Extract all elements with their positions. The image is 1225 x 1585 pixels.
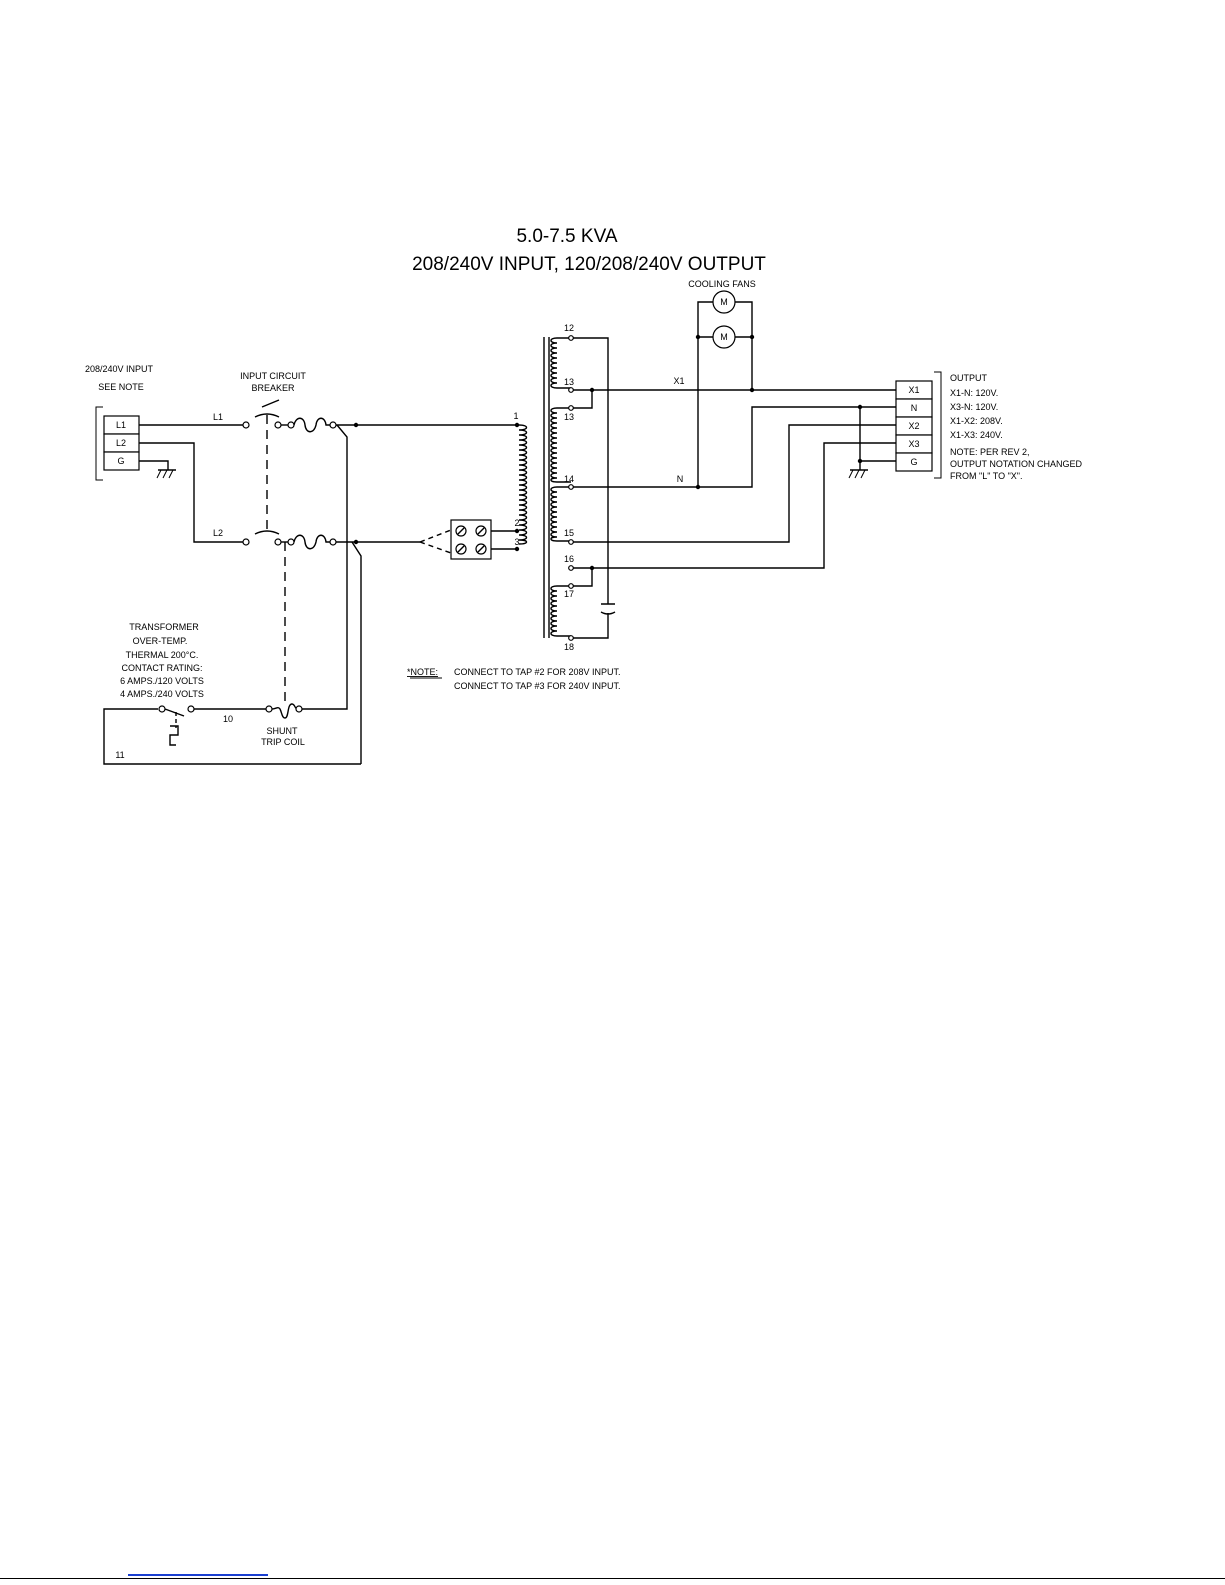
tap-18-label: 18 (564, 642, 574, 652)
input-ground-icon (139, 460, 176, 479)
wire-n (573, 406, 896, 488)
note-label: *NOTE: (407, 667, 438, 677)
secondary-tie-capacitor (573, 603, 616, 639)
breaker-label-2: BREAKER (251, 383, 295, 393)
diagram-subtitle: 208/240V INPUT, 120/208/240V OUTPUT (412, 254, 766, 275)
wire-ground (859, 407, 896, 470)
input-terminal-l2-label: L2 (116, 438, 126, 448)
primary-winding (518, 424, 528, 545)
tap-2-label: 2 (514, 518, 519, 528)
wire-l1-label: L1 (213, 412, 223, 422)
output-ground-icon (848, 469, 868, 479)
input-terminal-block: L1 L2 G (103, 415, 140, 471)
footer-link[interactable] (128, 1574, 268, 1576)
tap-3-label: 3 (514, 537, 519, 547)
input-subheading: SEE NOTE (98, 382, 144, 392)
wire-11-riser (351, 541, 362, 764)
input-terminal-l1-label: L1 (116, 420, 126, 430)
tap-1-label: 1 (513, 411, 518, 421)
cooling-fans-label: COOLING FANS (688, 279, 756, 289)
secondary-tie-12-18 (573, 337, 609, 604)
wire-x1-label: X1 (673, 376, 684, 386)
wire-l2 (139, 442, 243, 543)
input-circuit-breaker (242, 399, 337, 705)
diagram-title: 5.0-7.5 KVA (516, 226, 617, 247)
thermal-line-2: OVER-TEMP. (133, 636, 188, 646)
wire-10-label: 10 (223, 714, 233, 724)
output-spec-1: X1-N: 120V. (950, 388, 998, 398)
tap-selector-switch[interactable] (419, 519, 517, 560)
wire-x2 (573, 424, 896, 543)
note-line-1: CONNECT TO TAP #2 FOR 208V INPUT. (454, 667, 621, 677)
thermal-line-1: TRANSFORMER (129, 622, 199, 632)
output-note-3: FROM "L" TO "X". (950, 471, 1022, 481)
wire-shunt-return (300, 424, 348, 710)
output-note-1: NOTE: PER REV 2, (950, 447, 1030, 457)
tap-13a-label: 13 (564, 377, 574, 387)
tap-14-label: 14 (564, 474, 574, 484)
output-heading: OUTPUT (950, 373, 988, 383)
tap-12-label: 12 (564, 323, 574, 333)
wire-x3 (573, 442, 896, 569)
thermal-line-4: CONTACT RATING: (122, 663, 203, 673)
transformer (514, 335, 574, 641)
tap-15-label: 15 (564, 528, 574, 538)
fan-motor-1-icon (712, 290, 736, 314)
thermal-line-5: 6 AMPS./120 VOLTS (120, 676, 204, 686)
output-spec-4: X1-X3: 240V. (950, 430, 1003, 440)
secondary-jumper-16 (573, 568, 593, 587)
tap-17-label: 17 (564, 589, 574, 599)
footer-rule (0, 1578, 1225, 1579)
fan-motor-2-symbol: M (720, 332, 728, 342)
output-terminal-x2-label: X2 (908, 421, 919, 431)
cooling-fans (695, 290, 755, 490)
fan-motor-1-symbol: M (720, 297, 728, 307)
output-note-2: OUTPUT NOTATION CHANGED (950, 459, 1083, 469)
output-terminal-block: X1 N X2 X3 G (895, 380, 933, 472)
output-terminal-n-label: N (911, 403, 918, 413)
wire-l2-label: L2 (213, 528, 223, 538)
secondary-jumper-13 (573, 390, 593, 409)
shunt-trip-coil (265, 703, 303, 719)
breaker-label-1: INPUT CIRCUIT (240, 371, 306, 381)
note-line-2: CONNECT TO TAP #3 FOR 240V INPUT. (454, 681, 621, 691)
tap-16-label: 16 (564, 554, 574, 564)
wire-n-label: N (677, 474, 684, 484)
output-spec-2: X3-N: 120V. (950, 402, 998, 412)
thermal-switch (103, 705, 361, 765)
tap-13b-label: 13 (564, 412, 574, 422)
fan-motor-2-icon (712, 325, 736, 349)
output-terminal-g (895, 452, 933, 472)
input-bracket (95, 406, 103, 481)
shunt-label-1: SHUNT (267, 726, 299, 736)
output-terminal-x3-label: X3 (908, 439, 919, 449)
thermal-line-6: 4 AMPS./240 VOLTS (120, 689, 204, 699)
thermal-line-3: THERMAL 200°C. (126, 650, 199, 660)
input-terminal-g-label: G (117, 456, 124, 466)
output-bracket (934, 371, 942, 479)
shunt-label-2: TRIP COIL (261, 737, 305, 747)
wire-11-label: 11 (115, 750, 124, 760)
input-heading: 208/240V INPUT (85, 364, 154, 374)
output-terminal-g-label: G (910, 457, 917, 467)
output-terminal-x1-label: X1 (908, 385, 919, 395)
output-spec-3: X1-X2: 208V. (950, 416, 1003, 426)
